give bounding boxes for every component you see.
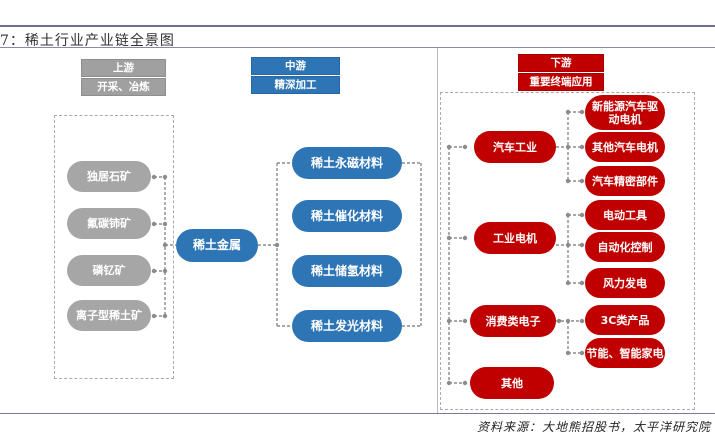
- mineral-node: 磷钇矿: [67, 255, 151, 286]
- figure-title: 7：稀土行业产业链全景图: [0, 33, 175, 49]
- mineral-node: 独居石矿: [67, 161, 151, 192]
- source-note: 资料来源：大地熊招股书，太平洋研究院: [476, 420, 711, 434]
- application-node: 自动化控制: [585, 232, 665, 262]
- downstream-header: 下游: [518, 54, 604, 72]
- material-node: 稀土发光材料: [292, 310, 402, 342]
- sector-node: 工业电机: [474, 222, 556, 254]
- upstream-group-box: [54, 115, 174, 379]
- mineral-node: 离子型稀土矿: [67, 300, 151, 331]
- top-rule: [0, 25, 715, 27]
- mineral-node: 氟碳铈矿: [67, 208, 151, 239]
- material-node: 稀土催化材料: [292, 200, 402, 232]
- application-node: 汽车精密部件: [585, 166, 665, 196]
- sector-node: 其他: [470, 367, 554, 399]
- bottom-rule: [0, 413, 715, 414]
- midstream-header: 中游: [251, 57, 340, 75]
- midstream-subheader: 精深加工: [251, 76, 340, 94]
- application-node: 节能、智能家电: [585, 338, 665, 368]
- sector-node: 消费类电子: [470, 305, 556, 337]
- material-node: 稀土储氢材料: [292, 255, 402, 287]
- application-node: 风力发电: [585, 268, 665, 298]
- application-node: 电动工具: [585, 200, 665, 230]
- application-node: 3C类产品: [585, 305, 665, 335]
- downstream-group-box: [440, 92, 695, 410]
- column-divider: [437, 48, 438, 413]
- material-node: 稀土永磁材料: [292, 147, 402, 179]
- upstream-subheader: 开采、冶炼: [81, 78, 166, 96]
- sector-node: 汽车工业: [474, 131, 556, 163]
- rare-earth-metal-node: 稀土金属: [176, 229, 258, 262]
- application-node: 新能源汽车驱动电机: [585, 95, 665, 130]
- title-rule: [0, 47, 715, 48]
- upstream-header: 上游: [81, 59, 166, 77]
- downstream-subheader: 重要终端应用: [518, 73, 604, 91]
- application-node: 其他汽车电机: [585, 132, 665, 162]
